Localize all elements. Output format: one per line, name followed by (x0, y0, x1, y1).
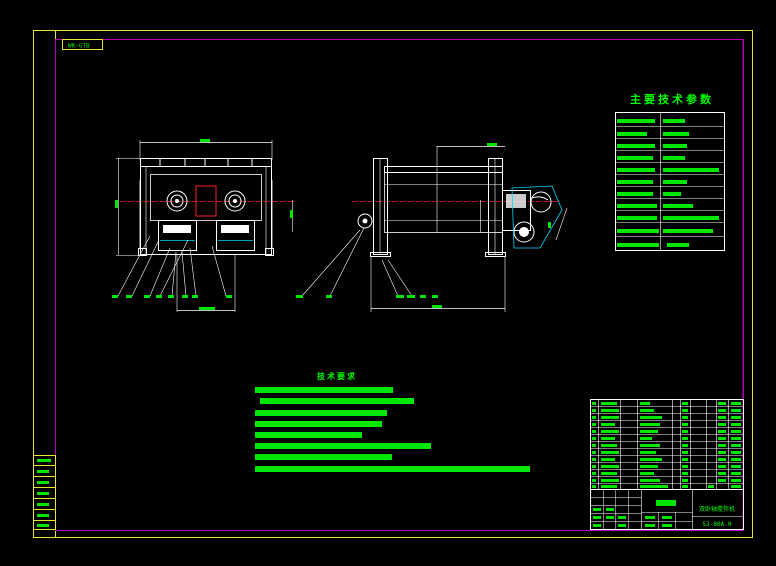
stamp-box: WK-GTB (62, 39, 103, 50)
note-line (255, 432, 362, 438)
inner-border (55, 39, 744, 531)
note-line (255, 421, 382, 427)
bom-table (590, 399, 744, 490)
params-table (615, 112, 725, 251)
notes-section: 技术要求 (255, 371, 530, 472)
note-line (255, 443, 431, 449)
left-revision-strip (33, 455, 56, 530)
outer-frame (33, 30, 753, 538)
title-block: 双卧轴搅拌机 SJ-80A.0 (590, 489, 744, 530)
stamp-code: WK-GTB (68, 43, 90, 50)
params-title: 主要技术参数 (630, 92, 714, 106)
title-block-name: 双卧轴搅拌机 (699, 505, 735, 513)
params-section: 主要技术参数 (615, 92, 725, 251)
note-line (255, 410, 387, 416)
notes-title: 技术要求 (317, 371, 357, 381)
title-block-code: SJ-80A.0 (703, 521, 732, 528)
note-line (255, 466, 530, 472)
note-line (260, 398, 414, 404)
note-line (255, 387, 393, 393)
front-view (112, 139, 296, 312)
side-view (296, 143, 568, 312)
note-line (255, 454, 392, 460)
